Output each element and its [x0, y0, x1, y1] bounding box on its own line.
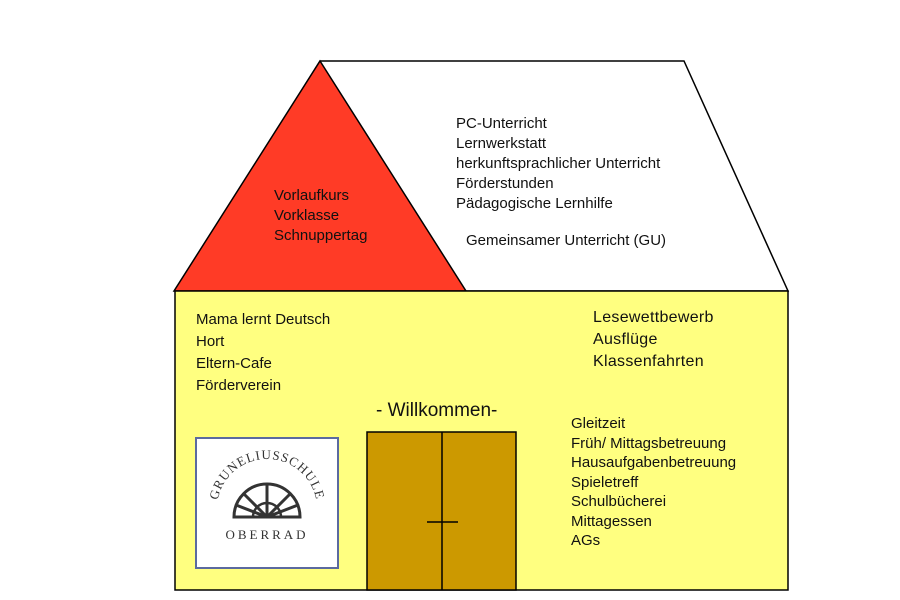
roof-item: herkunftsprachlicher Unterricht — [456, 155, 661, 172]
roof-item: Lernwerkstatt — [456, 135, 547, 152]
red-item: Schnuppertag — [274, 227, 368, 244]
roof-extra-item: Gemeinsamer Unterricht (GU) — [466, 232, 667, 249]
right-bottom-item: Hausaufgabenbetreuung — [571, 454, 737, 471]
welcome-sign: - Willkommen- — [376, 400, 498, 421]
left-item: Mama lernt Deutsch — [196, 311, 331, 328]
left-item: Eltern-Cafe — [196, 355, 272, 372]
right-bottom-item: Früh/ Mittagsbetreuung — [571, 434, 727, 452]
left-item: Hort — [196, 333, 225, 350]
red-item: Vorlaufkurs — [274, 187, 350, 204]
left-item: Förderverein — [196, 377, 282, 394]
red-item: Vorklasse — [274, 207, 340, 224]
roof-item: Förderstunden — [456, 175, 554, 192]
roof-item: PC-Unterricht — [456, 115, 547, 132]
right-top-list: Lesewettbewerb Ausflüge Klassenfahrten — [593, 307, 714, 373]
right-bottom-list: Gleitzeit Früh/ Mittagsbetreuung Hausauf… — [571, 414, 736, 551]
roof-list: PC-Unterricht Lernwerkstatt herkunftspra… — [456, 114, 660, 214]
school-logo: GRUNELIUSSCHULE OBERRAD — [195, 437, 339, 569]
right-bottom-item: Mittagessen — [571, 512, 652, 530]
right-top-item: Ausflüge — [593, 331, 658, 348]
right-bottom-item: Spieletreff — [571, 473, 639, 491]
roof-item: Pädagogische Lernhilfe — [456, 195, 613, 212]
red-gable-list: Vorlaufkurs Vorklasse Schnuppertag — [274, 186, 367, 246]
right-top-item: Lesewettbewerb — [593, 309, 714, 326]
left-wall-list: Mama lernt Deutsch Hort Eltern-Cafe Förd… — [196, 309, 330, 397]
right-bottom-item: AGs — [571, 532, 601, 549]
half-wheel-window-icon — [232, 482, 302, 519]
logo-bottom-text: OBERRAD — [225, 527, 308, 542]
right-bottom-item: Schulbücherei — [571, 493, 667, 510]
front-door[interactable] — [366, 431, 517, 591]
right-top-item: Klassenfahrten — [593, 353, 704, 370]
right-bottom-item: Gleitzeit — [571, 415, 626, 432]
